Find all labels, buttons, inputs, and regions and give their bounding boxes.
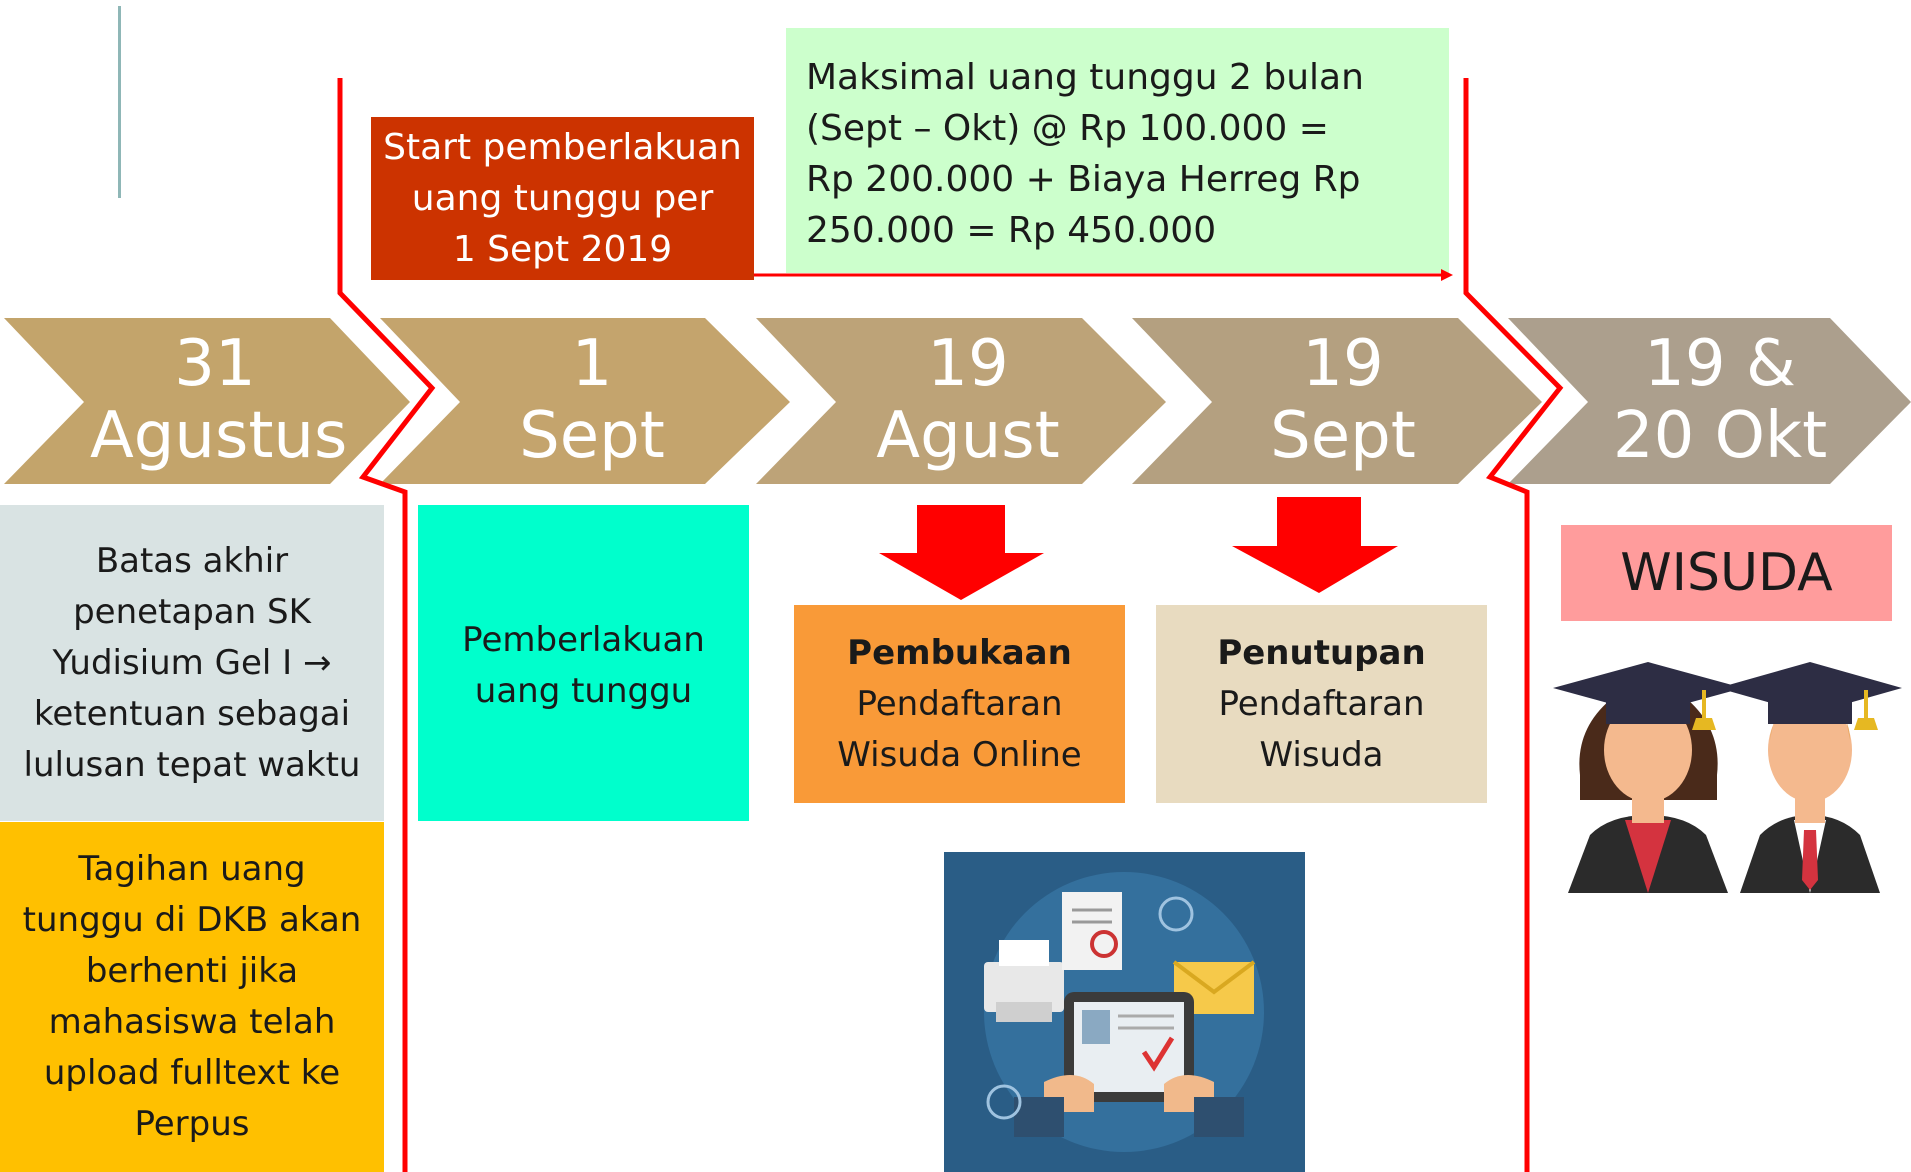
tagihan-line2: tunggu di DKB akan: [22, 900, 362, 940]
maksimal-line1: Maksimal uang tunggu 2 bulan: [806, 57, 1364, 98]
online-registration-icon: [984, 872, 1264, 1152]
red-line-end: [1463, 78, 1564, 1172]
batas-line3: Yudisium Gel I →: [52, 642, 332, 683]
pemberlakuan-line2: uang tunggu: [474, 671, 693, 711]
pembukaan-line2: Pendaftaran: [856, 683, 1063, 724]
online-registration-illustration: [944, 852, 1305, 1172]
step-4-line2: Sept: [1270, 399, 1416, 473]
chevron-step-4: [1132, 318, 1542, 484]
penutupan-line3: Wisuda: [1259, 734, 1384, 775]
start-line3: 1 Sept 2019: [452, 229, 673, 270]
step-1-label: 31 Agustus: [90, 327, 348, 473]
connector-arrow-icon: [1441, 269, 1453, 281]
maksimal-line4: 250.000 = Rp 450.000: [806, 210, 1217, 251]
step-2-line2: Sept: [519, 399, 665, 473]
step-2-label: 1 Sept: [467, 328, 717, 472]
batas-line1: Batas akhir: [95, 540, 289, 581]
step-2-line1: 1: [571, 327, 613, 401]
tagihan-line1: Tagihan uang: [78, 849, 306, 889]
start-line1: Start pemberlakuan: [383, 127, 742, 168]
tagihan-line3: berhenti jika: [85, 951, 299, 991]
wisuda-label: WISUDA: [1620, 542, 1833, 603]
maksimal-callout: Maksimal uang tunggu 2 bulan (Sept – Okt…: [786, 28, 1449, 273]
batas-line2: penetapan SK: [73, 591, 311, 632]
step-1-line1: 31: [174, 327, 256, 401]
chevron-step-5: [1508, 318, 1911, 484]
chevron-step-2: [380, 318, 790, 484]
female-graduate-icon: [1553, 662, 1743, 893]
tagihan-line5: upload fulltext ke: [43, 1053, 341, 1093]
chevron-step-1: [4, 318, 410, 484]
pembukaan-title: Pembukaan: [847, 632, 1072, 673]
red-line-start: [337, 78, 436, 1172]
pembukaan-box: Pembukaan Pendaftaran Wisuda Online: [794, 605, 1125, 803]
step-4-label: 19 Sept: [1218, 328, 1468, 472]
step-4-line1: 19: [1302, 327, 1384, 401]
decorative-divider: [118, 6, 121, 198]
step-5-line1: 19 &: [1644, 327, 1796, 401]
step-3-label: 19 Agust: [843, 328, 1093, 472]
penutupan-title: Penutupan: [1217, 632, 1426, 673]
step-5-line2: 20 Okt: [1612, 399, 1828, 473]
penutupan-box: Penutupan Pendaftaran Wisuda: [1156, 605, 1487, 803]
maksimal-line2: (Sept – Okt) @ Rp 100.000 =: [806, 108, 1329, 149]
start-callout: Start pemberlakuan uang tunggu per 1 Sep…: [371, 117, 754, 280]
tagihan-line6: Perpus: [134, 1104, 250, 1144]
down-arrow-2: [1232, 497, 1398, 593]
tagihan-box: Tagihan uang tunggu di DKB akan berhenti…: [0, 822, 384, 1172]
batas-akhir-box: Batas akhir penetapan SK Yudisium Gel I …: [0, 505, 384, 821]
pemberlakuan-line1: Pemberlakuan: [462, 620, 705, 660]
maksimal-line3: Rp 200.000 + Biaya Herreg Rp: [806, 159, 1361, 200]
pemberlakuan-box: Pemberlakuan uang tunggu: [418, 505, 749, 821]
step-1-line2: Agustus: [90, 399, 348, 473]
tagihan-line4: mahasiswa telah: [48, 1002, 336, 1042]
chevron-step-3: [756, 318, 1166, 484]
batas-line4: ketentuan sebagai: [33, 693, 351, 734]
step-3-line1: 19: [927, 327, 1009, 401]
pembukaan-line3: Wisuda Online: [837, 734, 1082, 775]
batas-line5: lulusan tepat waktu: [23, 744, 361, 785]
down-arrow-1: [879, 505, 1044, 600]
wisuda-box: WISUDA: [1561, 525, 1892, 621]
start-line2: uang tunggu per: [411, 178, 714, 219]
step-3-line2: Agust: [876, 399, 1060, 473]
step-5-label: 19 & 20 Okt: [1595, 328, 1845, 472]
male-graduate-icon: [1718, 662, 1902, 893]
penutupan-line2: Pendaftaran: [1218, 683, 1425, 724]
